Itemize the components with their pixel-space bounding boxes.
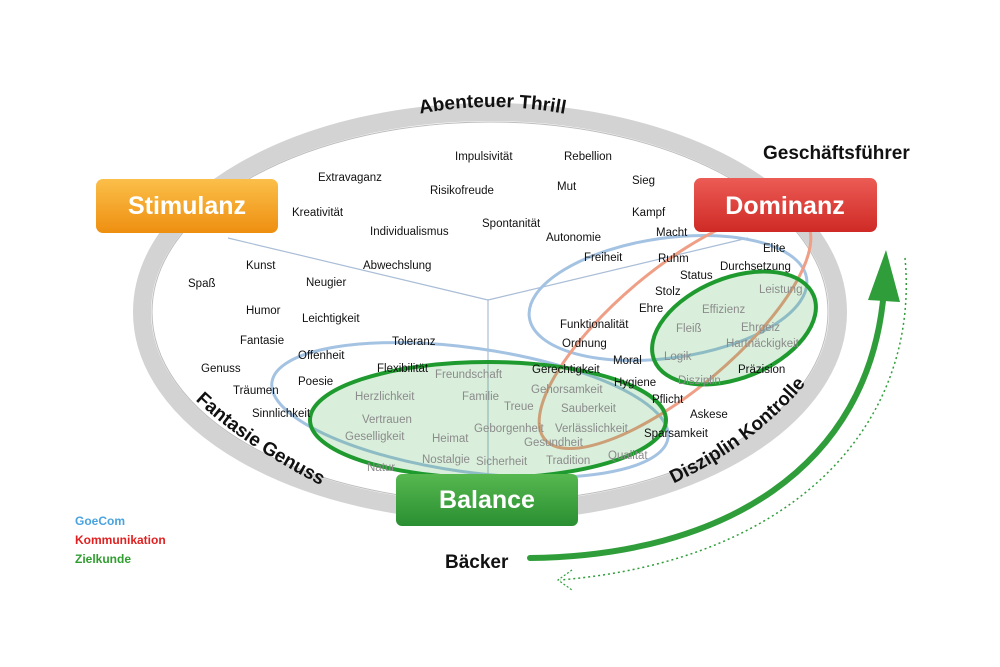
legend-goecom: GoeCom — [75, 514, 125, 528]
divider-right — [487, 237, 749, 301]
word-fleiss: Fleiß — [676, 323, 702, 335]
word-toleranz: Toleranz — [392, 336, 436, 348]
word-spontanitaet: Spontanität — [482, 218, 541, 230]
word-gerechtigkeit: Gerechtigkeit — [532, 364, 601, 376]
word-askese: Askese — [690, 409, 728, 421]
word-sinnlichkeit: Sinnlichkeit — [252, 408, 311, 420]
word-heimat: Heimat — [432, 433, 469, 445]
word-herzlichkeit: Herzlichkeit — [355, 391, 415, 403]
word-qualitaet: Qualität — [608, 450, 648, 462]
word-ehre: Ehre — [639, 303, 663, 315]
word-sauberkeit: Sauberkeit — [561, 403, 617, 415]
word-ordnung: Ordnung — [562, 338, 607, 350]
stimulanz-label: Stimulanz — [128, 192, 246, 220]
word-sicherheit: Sicherheit — [476, 456, 528, 468]
word-stolz: Stolz — [655, 286, 681, 298]
growth-arrowhead-icon — [868, 250, 900, 302]
dotted-arrowhead-icon — [556, 569, 573, 591]
word-freiheit: Freiheit — [584, 252, 623, 264]
word-funktionalitaet: Funktionalität — [560, 319, 629, 331]
word-hygiene: Hygiene — [614, 377, 656, 389]
ceo-label: Geschäftsführer — [763, 143, 910, 164]
word-effizienz: Effizienz — [702, 304, 746, 316]
word-durchsetzung: Durchsetzung — [720, 261, 791, 273]
word-abwechslung: Abwechslung — [363, 260, 431, 272]
word-traeumen: Träumen — [233, 385, 279, 397]
divider-left — [227, 237, 489, 301]
word-poesie: Poesie — [298, 376, 333, 388]
word-verlaesslichkeit: Verlässlichkeit — [555, 423, 629, 435]
word-tradition: Tradition — [546, 455, 590, 467]
word-rebellion: Rebellion — [564, 151, 612, 163]
word-spass: Spaß — [188, 278, 216, 290]
word-natur: Natur — [367, 462, 395, 474]
legend-zielkunde: Zielkunde — [75, 552, 131, 566]
legend: GoeCom Kommunikation Zielkunde — [75, 514, 166, 566]
word-impulsivitaet: Impulsivität — [455, 151, 513, 163]
word-status: Status — [680, 270, 713, 282]
word-neugier: Neugier — [306, 277, 346, 289]
word-treue: Treue — [504, 401, 534, 413]
goecom-ellipse-bottom — [270, 341, 670, 479]
word-vertrauen: Vertrauen — [362, 414, 412, 426]
dominanz-label: Dominanz — [725, 192, 844, 220]
word-fantasie: Fantasie — [240, 335, 284, 347]
word-geborgenheit: Geborgenheit — [474, 423, 544, 435]
zielkunde-ellipse-dominanz — [650, 269, 818, 387]
word-genuss: Genuss — [201, 363, 241, 375]
goecom-ellipse-right — [527, 233, 809, 363]
word-praezision: Präzision — [738, 364, 785, 376]
stimulanz-box: Stimulanz — [96, 179, 278, 233]
word-flexibilitaet: Flexibilität — [377, 363, 429, 375]
word-kampf: Kampf — [632, 207, 666, 219]
word-leichtigkeit: Leichtigkeit — [302, 313, 360, 325]
balance-box: Balance — [396, 474, 578, 526]
word-risikofreude: Risikofreude — [430, 185, 494, 197]
word-familie: Familie — [462, 391, 499, 403]
word-logik: Logik — [664, 351, 692, 363]
value-words-highlighted: Leistung Effizienz Fleiß Ehrgeiz Hartnäc… — [345, 284, 802, 474]
word-geborgenheit-top: Gehorsamkeit — [531, 384, 603, 396]
word-leistung: Leistung — [759, 284, 802, 296]
word-geselligkeit: Geselligkeit — [345, 431, 405, 443]
word-ehrgeiz: Ehrgeiz — [741, 322, 780, 334]
word-kreativitaet: Kreativität — [292, 207, 344, 219]
word-offenheit: Offenheit — [298, 350, 345, 362]
word-humor: Humor — [246, 305, 281, 317]
word-nostalgie: Nostalgie — [422, 454, 470, 466]
balance-label: Balance — [439, 486, 535, 514]
dotted-arc — [559, 257, 907, 581]
word-macht: Macht — [656, 227, 688, 239]
baker-label: Bäcker — [445, 552, 509, 573]
word-elite: Elite — [763, 243, 785, 255]
word-autonomie: Autonomie — [546, 232, 601, 244]
dominanz-box: Dominanz — [694, 178, 877, 232]
word-ruhm: Ruhm — [658, 253, 689, 265]
word-individualismus: Individualismus — [370, 226, 449, 238]
word-sparsamkeit: Sparsamkeit — [644, 428, 709, 440]
word-mut: Mut — [557, 181, 577, 193]
word-extravaganz: Extravaganz — [318, 172, 382, 184]
word-pflicht: Pflicht — [652, 394, 684, 406]
growth-arrow — [527, 287, 887, 561]
legend-kommunikation: Kommunikation — [75, 533, 166, 547]
word-haertnaeckigkeit: Hartnäckigkeit — [726, 338, 800, 350]
word-kunst: Kunst — [246, 260, 276, 272]
word-moral: Moral — [613, 355, 642, 367]
word-freundschaft: Freundschaft — [435, 369, 503, 381]
word-sieg: Sieg — [632, 175, 655, 187]
value-words: Impulsivität Rebellion Extravaganz Risik… — [188, 151, 791, 440]
word-gesundheit: Gesundheit — [524, 437, 584, 449]
word-disziplin: Disziplin — [678, 375, 721, 387]
